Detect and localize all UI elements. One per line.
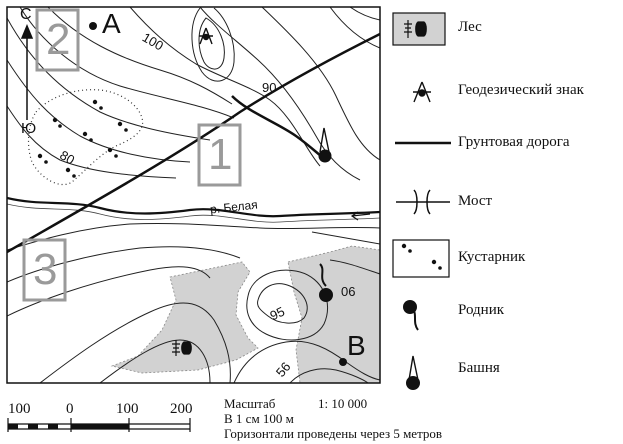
scale-cm: В 1 см 100 м — [224, 411, 294, 426]
zone-1-label: 1 — [208, 130, 233, 179]
legend-label-shrub: Кустарник — [458, 249, 526, 265]
tower-icon — [318, 127, 332, 163]
zone-2-label: 2 — [46, 15, 71, 64]
legend-geodetic-icon — [413, 81, 431, 103]
zone-3-label: 3 — [33, 245, 58, 294]
legend-tower-icon — [406, 355, 420, 390]
shrub-symbols — [37, 99, 128, 178]
forest-area-east — [287, 245, 380, 383]
map-frame — [6, 6, 381, 384]
river-belaya — [7, 196, 380, 218]
scale-tick-0: 100 — [8, 401, 31, 417]
point-b-marker — [339, 358, 347, 366]
scale-bar — [7, 418, 191, 432]
legend-label-geodetic: Геодезический знак — [458, 82, 584, 98]
zone-box-2 — [35, 8, 80, 72]
contour-lines — [7, 7, 380, 383]
scale-title: Масштаб — [224, 396, 276, 411]
legend-label-road: Грунтовая дорога — [458, 134, 570, 150]
zone-box-3 — [22, 238, 67, 302]
scale-contour-note: Горизонтали проведены через 5 метров — [224, 426, 443, 441]
south-label: Ю — [21, 120, 37, 137]
legend — [392, 12, 451, 390]
legend-shrub-box — [392, 239, 450, 278]
north-arrow-icon — [20, 24, 34, 120]
legend-label-bridge: Мост — [458, 193, 493, 209]
scale-tick-3: 200 — [170, 401, 193, 417]
dirt-road-branch — [231, 95, 327, 161]
scale-tick-2: 100 — [116, 401, 139, 417]
legend-label-spring: Родник — [458, 302, 505, 318]
point-a-marker — [89, 22, 97, 30]
scale-tick-1: 0 — [66, 401, 74, 417]
geodetic-mark-icon — [199, 27, 213, 45]
dirt-road — [7, 32, 380, 254]
spring-icon — [319, 263, 333, 302]
legend-spring-icon — [403, 300, 419, 331]
zone-box-1 — [197, 123, 242, 187]
legend-label-tower: Башня — [458, 360, 500, 376]
contour-label-06: 06 — [341, 284, 356, 299]
forest-icon — [172, 340, 192, 356]
shrub-area — [27, 89, 144, 186]
legend-label-forest: Лес — [458, 19, 482, 35]
contour-label-90: 90 — [262, 80, 277, 95]
point-b-label: В — [347, 330, 366, 361]
scale-ratio: 1: 10 000 — [318, 396, 368, 411]
river-flow-arrow-icon — [350, 211, 371, 221]
point-a-label: А — [102, 8, 121, 39]
legend-bridge-icon — [396, 189, 450, 215]
forest-area-center — [110, 261, 259, 374]
north-label: С — [20, 6, 32, 23]
